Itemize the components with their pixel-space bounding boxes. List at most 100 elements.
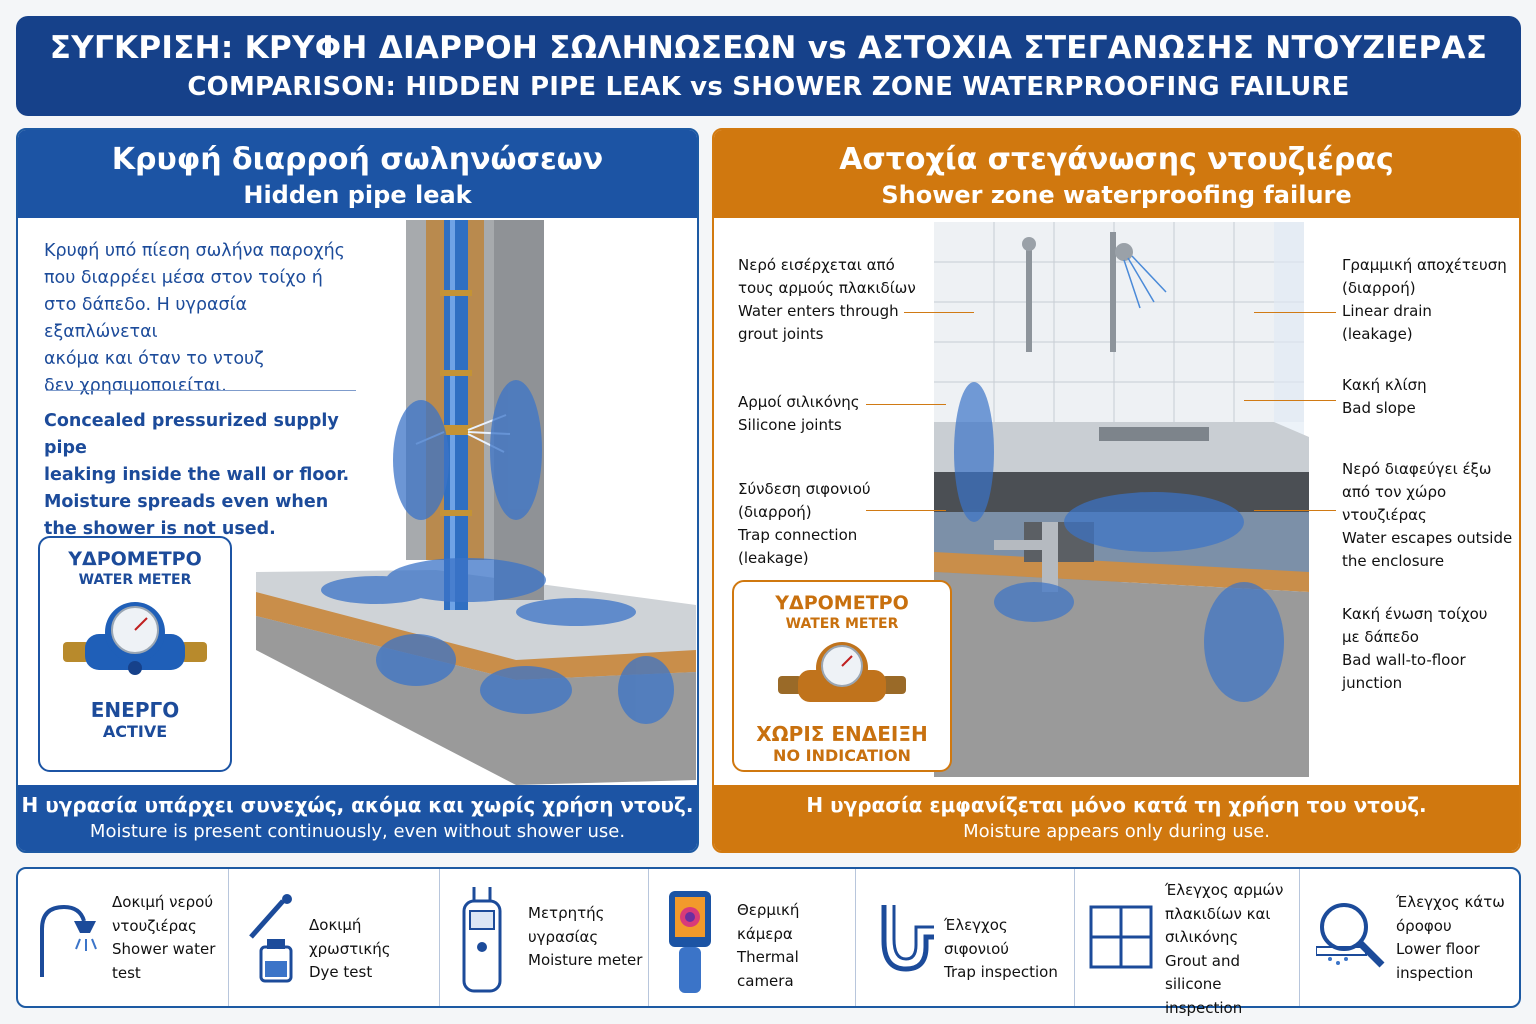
description-divider bbox=[46, 390, 356, 391]
right-heading-english: Shower zone waterproofing failure bbox=[881, 181, 1352, 209]
tool-line: Θερμική bbox=[737, 901, 800, 919]
tool-line: Lower floor bbox=[1396, 940, 1480, 958]
tile-grid-icon bbox=[1089, 905, 1153, 969]
water-meter-no-indication-box: ΥΔΡΟΜΕΤΡΟ WATER METER ΧΩΡΙΣ ΕΝΔΕΙΞΗ NO I… bbox=[732, 580, 952, 772]
tool-line: Μετρητής bbox=[528, 904, 605, 922]
shower-failure-illustration bbox=[934, 222, 1309, 777]
tool-moisture-meter: Μετρητής υγρασίας Moisture meter bbox=[440, 869, 648, 1006]
label-silicone-joints: Αρμοί σιλικόνης Silicone joints bbox=[738, 391, 860, 437]
title-english: COMPARISON: HIDDEN PIPE LEAK vs SHOWER Z… bbox=[187, 72, 1350, 102]
label-bad-slope: Κακή κλίση Bad slope bbox=[1342, 374, 1427, 420]
desc-line: Moisture spreads even when bbox=[44, 492, 329, 512]
tool-line: πλακιδίων και bbox=[1165, 904, 1271, 923]
right-footer-english: Moisture appears only during use. bbox=[963, 821, 1270, 842]
tool-line: Thermal camera bbox=[737, 948, 799, 990]
meter-title-english: WATER METER bbox=[785, 616, 899, 632]
label-grout-joints: Νερό εισέρχεται από τους αρμούς πλακιδίω… bbox=[738, 254, 916, 346]
label-line: Αρμοί σιλικόνης bbox=[738, 393, 860, 411]
left-footer-greek: Η υγρασία υπάρχει συνεχώς, ακόμα και χωρ… bbox=[21, 793, 694, 817]
tool-line: inspection bbox=[1165, 998, 1243, 1017]
tool-line: Trap inspection bbox=[944, 963, 1058, 981]
tool-label: Θερμική κάμερα Thermal camera bbox=[737, 899, 855, 993]
desc-line: Concealed pressurized supply pipe bbox=[44, 411, 339, 458]
meter-status-english: ACTIVE bbox=[102, 722, 168, 741]
label-line: Silicone joints bbox=[738, 416, 842, 434]
title-greek: ΣΥΓΚΡΙΣΗ: ΚΡΥΦΗ ΔΙΑΡΡΟΗ ΣΩΛΗΝΩΣΕΩΝ vs ΑΣ… bbox=[49, 30, 1488, 66]
label-line: junction bbox=[1342, 674, 1403, 692]
tool-label: Έλεγχος αρμών πλακιδίων και σιλικόνης Gr… bbox=[1165, 879, 1299, 1020]
tool-line: Shower water bbox=[112, 940, 216, 958]
meter-status-greek: ΧΩΡΙΣ ΕΝΔΕΙΞΗ bbox=[756, 722, 928, 746]
label-trap-connection: Σύνδεση σιφονιού (διαρροή) Trap connecti… bbox=[738, 478, 871, 570]
right-panel-footer: Η υγρασία εμφανίζεται μόνο κατά τη χρήση… bbox=[714, 785, 1519, 851]
tool-label: Δοκιμή νερού ντουζιέρας Shower water tes… bbox=[112, 891, 215, 985]
left-panel-header: Κρυφή διαρροή σωληνώσεων Hidden pipe lea… bbox=[18, 130, 697, 218]
tool-line: Δοκιμή χρωστικής bbox=[309, 916, 391, 958]
right-heading-greek: Αστοχία στεγάνωσης ντουζιέρας bbox=[839, 142, 1394, 177]
tool-grout-silicone-inspection: Έλεγχος αρμών πλακιδίων και σιλικόνης Gr… bbox=[1075, 869, 1299, 1017]
moisture-meter-icon bbox=[462, 887, 502, 993]
right-panel-header: Αστοχία στεγάνωσης ντουζιέρας Shower zon… bbox=[714, 130, 1519, 218]
tool-shower-water-test: Δοκιμή νερού ντουζιέρας Shower water tes… bbox=[18, 869, 228, 1006]
shower-head-icon bbox=[40, 904, 97, 977]
tool-label: Δοκιμή χρωστικής Dye test bbox=[309, 914, 439, 985]
left-heading-english: Hidden pipe leak bbox=[243, 181, 472, 209]
tool-trap-inspection: Έλεγχος σιφονιού Trap inspection bbox=[856, 869, 1074, 1006]
tool-label: Έλεγχος κάτω όροφου Lower floor inspecti… bbox=[1396, 891, 1505, 985]
tool-line: κάμερα bbox=[737, 924, 793, 943]
label-line: Water enters through bbox=[738, 302, 899, 320]
desc-line: the shower is not used. bbox=[44, 519, 276, 539]
shower-waterproofing-panel: Αστοχία στεγάνωσης ντουζιέρας Shower zon… bbox=[712, 128, 1521, 853]
divider bbox=[855, 869, 856, 1006]
leader-line bbox=[866, 404, 946, 405]
label-line: Bad wall-to-floor bbox=[1342, 651, 1466, 669]
tool-line: υγρασίας bbox=[528, 927, 599, 946]
tool-lower-floor-inspection: Έλεγχος κάτω όροφου Lower floor inspecti… bbox=[1300, 869, 1520, 1006]
label-line: από τον χώρο ντουζιέρας bbox=[1342, 483, 1447, 524]
water-meter-icon bbox=[63, 602, 207, 675]
label-line: (leakage) bbox=[738, 549, 809, 567]
label-line: Νερό διαφεύγει έξω bbox=[1342, 460, 1492, 478]
meter-title-english: WATER METER bbox=[78, 572, 192, 588]
tool-line: Dye test bbox=[309, 963, 373, 981]
thermal-camera-icon bbox=[669, 891, 711, 993]
divider bbox=[648, 869, 649, 1006]
water-meter-active-box: ΥΔΡΟΜΕΤΡΟ WATER METER ΕΝΕΡΓΟ ACTIVE bbox=[38, 536, 232, 772]
tool-line: όροφου bbox=[1396, 916, 1452, 935]
tool-label: Μετρητής υγρασίας Moisture meter bbox=[528, 902, 642, 973]
desc-line: Κρυφή υπό πίεση σωλήνα παροχής bbox=[44, 241, 345, 261]
tool-line: Έλεγχος αρμών bbox=[1165, 881, 1284, 899]
desc-line: που διαρρέει μέσα στον τοίχο ή bbox=[44, 268, 323, 288]
label-water-escapes: Νερό διαφεύγει έξω από τον χώρο ντουζιέρ… bbox=[1342, 458, 1519, 573]
divider bbox=[439, 869, 440, 1006]
label-line: τους αρμούς πλακιδίων bbox=[738, 279, 916, 297]
desc-line: leaking inside the wall or floor. bbox=[44, 465, 350, 485]
tool-line: Έλεγχος κάτω bbox=[1396, 893, 1505, 911]
tool-line: test bbox=[112, 963, 141, 982]
label-line: Σύνδεση σιφονιού bbox=[738, 480, 871, 498]
tool-line: Moisture meter bbox=[528, 951, 643, 969]
left-panel-footer: Η υγρασία υπάρχει συνεχώς, ακόμα και χωρ… bbox=[18, 785, 697, 851]
tool-dye-test: Δοκιμή χρωστικής Dye test bbox=[229, 869, 439, 1006]
label-line: (διαρροή) bbox=[1342, 279, 1416, 297]
tool-label: Έλεγχος σιφονιού Trap inspection bbox=[944, 914, 1074, 985]
leader-line bbox=[866, 510, 946, 511]
wall-pipe-leak-illustration bbox=[256, 220, 696, 785]
label-line: grout joints bbox=[738, 325, 824, 343]
right-footer-greek: Η υγρασία εμφανίζεται μόνο κατά τη χρήση… bbox=[806, 793, 1427, 817]
tool-line: ντουζιέρας bbox=[112, 916, 197, 935]
left-description-english: Concealed pressurized supply pipe leakin… bbox=[44, 408, 364, 543]
tool-line: Έλεγχος σιφονιού bbox=[944, 916, 1009, 958]
tool-line: Δοκιμή νερού bbox=[112, 893, 214, 911]
label-line: Water escapes outside bbox=[1342, 529, 1513, 547]
label-line: Κακή κλίση bbox=[1342, 376, 1427, 394]
desc-line: ακόμα και όταν το ντουζ bbox=[44, 349, 264, 369]
desc-line: στο δάπεδο. Η υγρασία εξαπλώνεται bbox=[44, 295, 248, 342]
meter-title-greek: ΥΔΡΟΜΕΤΡΟ bbox=[775, 592, 909, 614]
label-line: Bad slope bbox=[1342, 399, 1416, 417]
meter-title-greek: ΥΔΡΟΜΕΤΡΟ bbox=[68, 548, 202, 570]
label-line: Trap connection bbox=[738, 526, 858, 544]
hidden-pipe-leak-panel: Κρυφή διαρροή σωληνώσεων Hidden pipe lea… bbox=[16, 128, 699, 853]
left-heading-greek: Κρυφή διαρροή σωληνώσεων bbox=[111, 142, 604, 177]
